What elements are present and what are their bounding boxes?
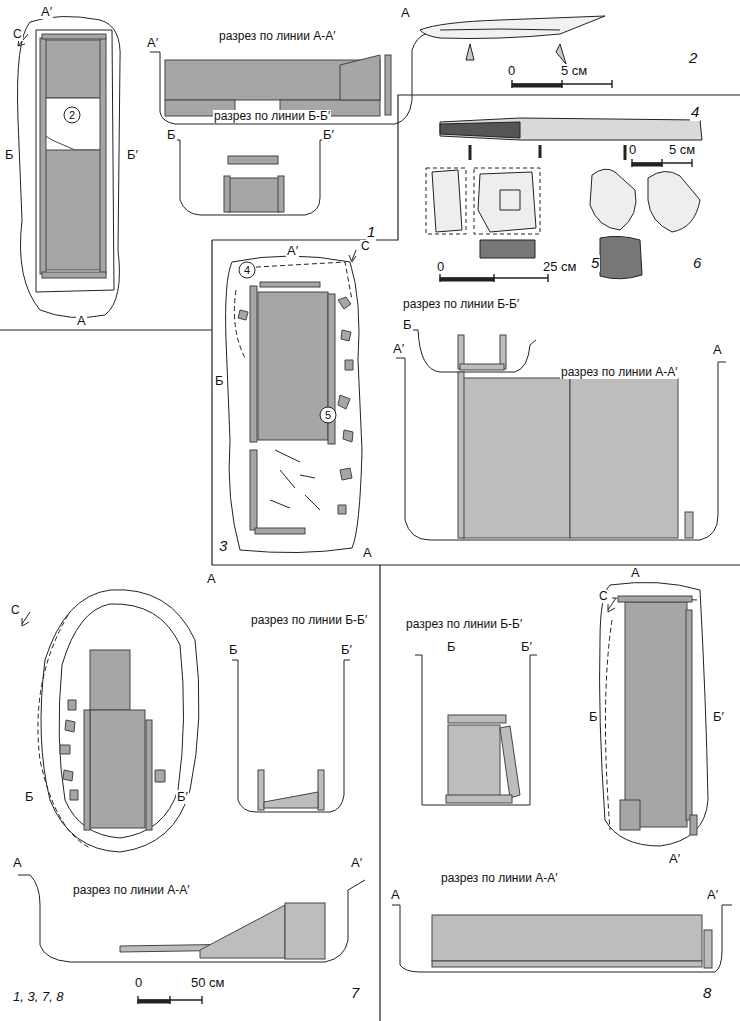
section-letter: С xyxy=(10,604,21,617)
section-letter: 0 xyxy=(628,143,637,157)
section-caption: разрез по линии А-А′ xyxy=(72,884,190,897)
section-letter: А′ xyxy=(350,856,363,870)
section-caption: разрез по линии Б-Б′ xyxy=(213,110,331,123)
section-letter: А′ xyxy=(40,5,53,19)
section-letter: Б xyxy=(588,710,599,724)
section-letter: А′ xyxy=(668,852,681,866)
section-caption: разрез по линии А-А′ xyxy=(440,872,558,885)
figure-number: 3 xyxy=(218,538,228,555)
section-letter: А xyxy=(76,314,87,328)
figure-number: 8 xyxy=(702,985,712,1002)
section-letter: А xyxy=(12,856,23,870)
section-letter: С xyxy=(12,28,23,41)
section-letter: А xyxy=(390,888,401,902)
section-letter: А′ xyxy=(146,36,159,50)
section-letter: С xyxy=(598,590,609,603)
figure-number: 1 xyxy=(366,224,376,241)
callout-number: 4 xyxy=(243,264,251,276)
section-letter: 5 см xyxy=(560,64,588,78)
section-letter: 0 xyxy=(134,976,143,990)
section-letter: Б′ xyxy=(176,790,189,804)
callout-number: 5 xyxy=(324,409,332,421)
figure-number: 7 xyxy=(350,985,360,1002)
section-letter: А xyxy=(400,6,411,20)
figure-number: 4 xyxy=(690,104,700,121)
section-letter: Б′ xyxy=(322,128,335,142)
section-letter: Б xyxy=(402,318,413,332)
section-letter: Б′ xyxy=(520,640,533,654)
section-caption: разрез по линии Б-Б′ xyxy=(402,298,520,311)
section-caption: разрез по линии А-А′ xyxy=(560,366,678,379)
section-letter: А′ xyxy=(392,342,405,356)
section-letter: Б xyxy=(228,643,239,657)
section-letter: Б xyxy=(166,128,177,142)
section-letter: Б′ xyxy=(712,710,725,724)
section-letter: Б′ xyxy=(126,148,139,162)
section-letter: А′ xyxy=(706,888,719,902)
section-letter: А xyxy=(630,566,641,580)
callout-number: 2 xyxy=(68,109,76,121)
section-letter: А xyxy=(206,572,217,586)
section-letter: Б xyxy=(24,790,35,804)
section-letter: 0 xyxy=(507,64,516,78)
section-letter: 5 см xyxy=(668,143,696,157)
section-caption: разрез по линии А-А′ xyxy=(218,30,336,43)
figure-number: 2 xyxy=(688,50,698,67)
section-letter: А xyxy=(712,343,723,357)
figure-number: 6 xyxy=(692,255,702,272)
figure-number: 5 xyxy=(590,255,600,272)
section-letter: А xyxy=(362,546,373,560)
section-letter: Б′ xyxy=(340,643,353,657)
section-letter: Б xyxy=(446,640,457,654)
section-letter: 0 xyxy=(436,260,445,274)
section-letter: А′ xyxy=(286,244,299,258)
section-letter: С xyxy=(360,240,371,253)
figure-number: 1, 3, 7, 8 xyxy=(12,990,65,1004)
section-letter: Б xyxy=(4,148,15,162)
section-caption: разрез по линии Б-Б′ xyxy=(250,614,368,627)
section-letter: Б xyxy=(214,374,225,388)
section-letter: 50 см xyxy=(190,976,226,990)
section-caption: разрез по линии Б-Б′ xyxy=(405,618,523,631)
section-letter: 25 см xyxy=(542,260,578,274)
